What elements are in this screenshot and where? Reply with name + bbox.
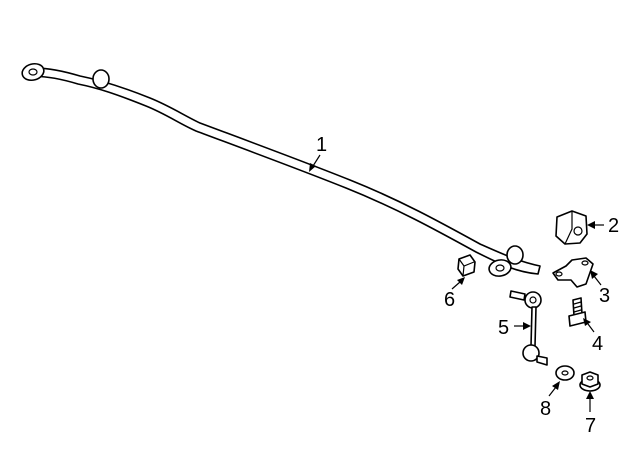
flange-nut-part: [579, 371, 601, 392]
callout-2-label: 2: [608, 215, 619, 237]
callout-3-label: 3: [599, 285, 610, 307]
callout-8-leader: [548, 381, 560, 397]
bracket-part: [552, 257, 594, 288]
callout-4-leader: [583, 318, 595, 333]
nut-part: [457, 254, 476, 277]
callout-6-label: 6: [444, 289, 455, 311]
callout-8-label: 8: [540, 398, 551, 420]
callout-6-leader: [451, 277, 465, 290]
callout-7-leader: [586, 391, 594, 412]
callout-2-leader: [587, 221, 604, 229]
bolt-part: [568, 297, 587, 327]
bushing-part: [555, 210, 588, 245]
stabilizer-bar: [21, 62, 541, 277]
callout-5-label: 5: [498, 317, 509, 339]
callout-7-label: 7: [585, 415, 596, 437]
callout-5-leader: [514, 322, 531, 330]
callout-4-label: 4: [592, 333, 603, 355]
callout-3-leader: [590, 270, 602, 286]
stabilizer-link-part: [509, 290, 548, 366]
callout-1-leader: [309, 154, 321, 172]
callout-1-label: 1: [316, 134, 327, 156]
washer-part: [555, 365, 575, 381]
